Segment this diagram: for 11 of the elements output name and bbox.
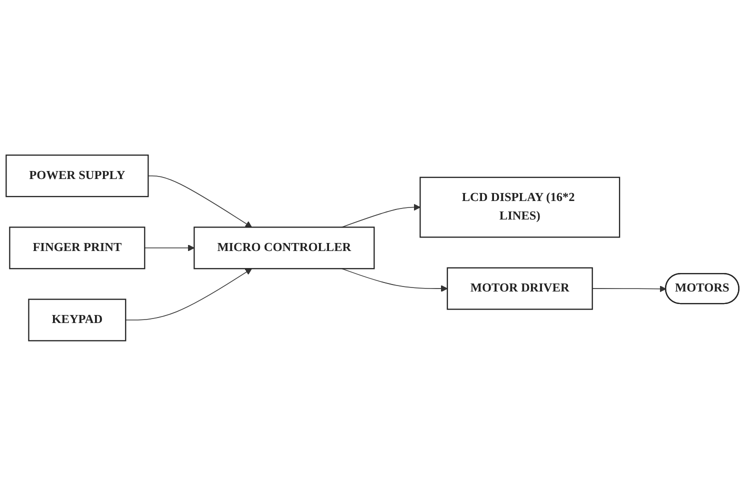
arrow	[148, 176, 252, 228]
node-box: MICRO CONTROLLER	[194, 226, 375, 270]
node-box: MOTOR DRIVER	[446, 267, 593, 310]
arrow	[592, 286, 666, 292]
arrow	[125, 268, 252, 320]
arrow	[144, 244, 194, 252]
arrow	[341, 204, 420, 228]
node-box: KEYPAD	[28, 298, 126, 342]
node-box: LCD DISPLAY (16*2 LINES)	[420, 176, 620, 238]
node-box: FINGER PRINT	[9, 226, 146, 270]
node-box: POWER SUPPLY	[6, 154, 149, 198]
